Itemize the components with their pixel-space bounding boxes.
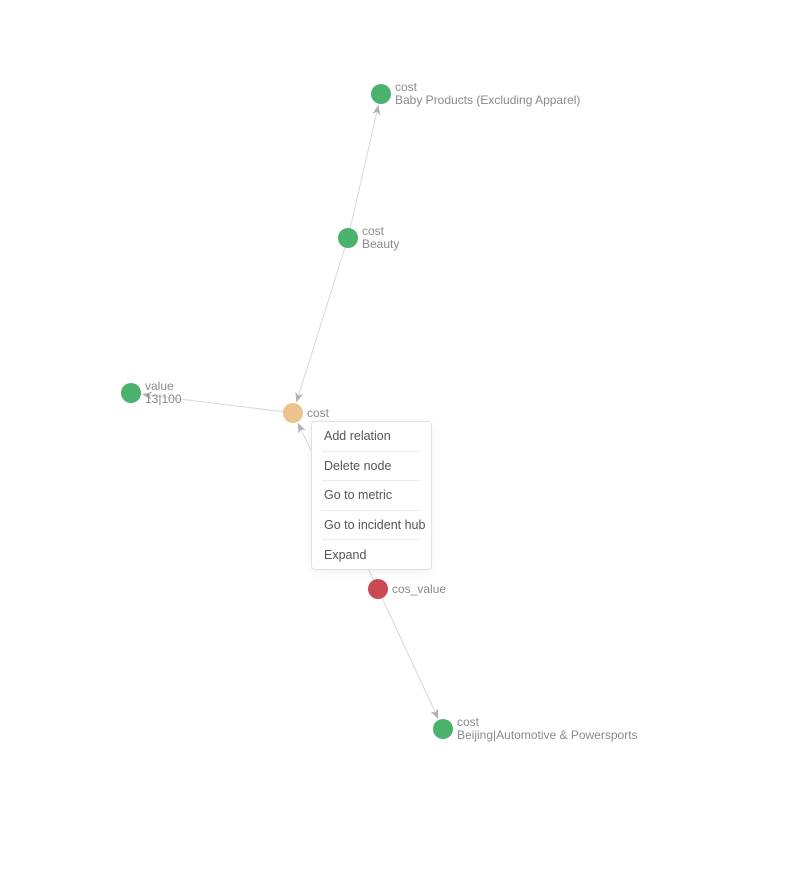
menu-divider (322, 509, 421, 511)
context-menu: Add relation Delete node Go to metric Go… (311, 421, 432, 570)
node-label-cost-selected[interactable]: cost (307, 405, 330, 420)
graph-node-value-13-100[interactable] (121, 383, 141, 403)
node-label-line: Beauty (362, 237, 400, 251)
menu-divider (322, 450, 421, 452)
menu-item-go-to-incident-hub[interactable]: Go to incident hub (312, 510, 431, 540)
menu-item-add-relation[interactable]: Add relation (312, 422, 431, 451)
graph-edge-beauty-to-baby-products (349, 104, 381, 229)
node-label-line: cost (395, 80, 418, 94)
node-label-cos-value[interactable]: cos_value (392, 581, 447, 596)
graph-edge-cos-value-to-beijing-auto (381, 597, 439, 720)
graph-node-beijing-auto[interactable] (433, 719, 453, 739)
menu-item-go-to-metric[interactable]: Go to metric (312, 481, 431, 510)
node-label-line: value (145, 379, 174, 393)
menu-item-expand[interactable]: Expand (312, 540, 431, 569)
node-label-line: cost (457, 715, 480, 729)
graph-edge-cost-selected-to-value-13-100 (141, 391, 284, 413)
graph-edge-beauty-to-cost-selected (295, 247, 346, 403)
node-label-line: Baby Products (Excluding Apparel) (395, 93, 581, 107)
nodes-layer (121, 84, 453, 739)
menu-divider (322, 480, 421, 482)
node-label-line: 13|100 (145, 392, 182, 406)
graph-node-cos-value[interactable] (368, 579, 388, 599)
node-label-line: cos_value (392, 581, 447, 596)
node-label-line: cost (307, 405, 330, 420)
node-label-line: cost (362, 224, 385, 238)
node-label-line: Beijing|Automotive & Powersports (457, 728, 638, 742)
graph-node-baby-products[interactable] (371, 84, 391, 104)
graph-node-beauty[interactable] (338, 228, 358, 248)
menu-divider (322, 539, 421, 541)
graph-node-cost-selected[interactable] (283, 403, 303, 423)
menu-item-delete-node[interactable]: Delete node (312, 451, 431, 481)
